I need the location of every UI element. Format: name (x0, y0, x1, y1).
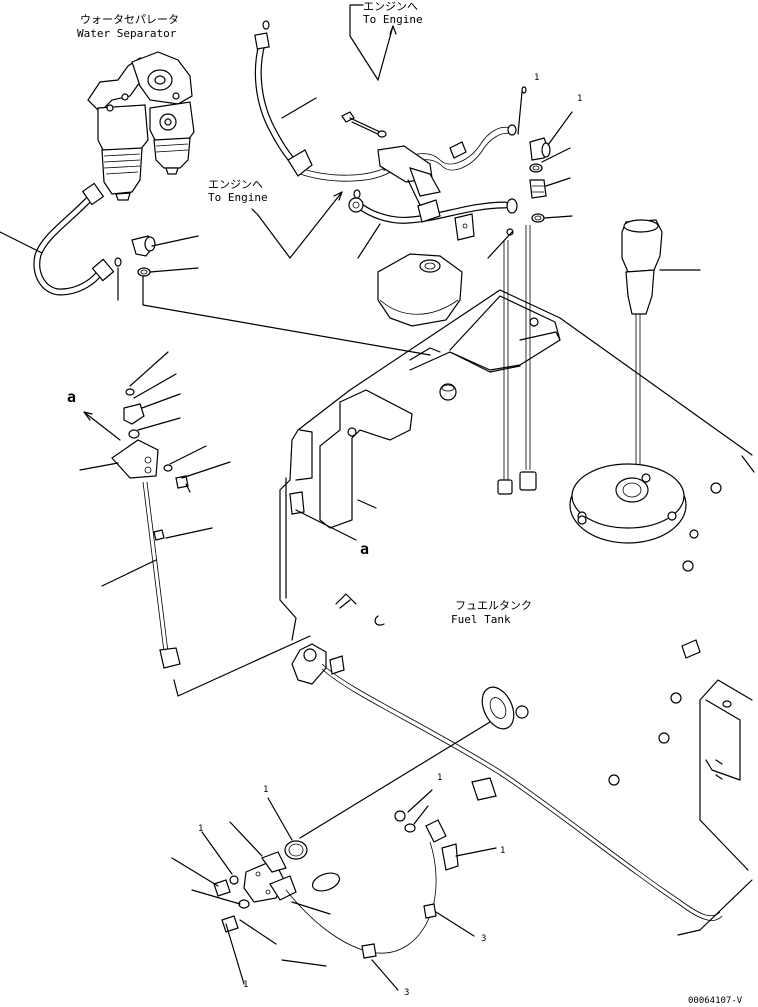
to-engine-top-pointer (349, 4, 397, 81)
callout-number: 3 (481, 934, 486, 944)
fuel-tank (279, 289, 755, 936)
bolt-upper (341, 111, 387, 138)
right-fitting-column (487, 86, 573, 495)
linkage-rod (79, 351, 357, 697)
separator-hose (0, 182, 115, 296)
fuel-level-sensor (569, 219, 701, 544)
to-engine-mid-label-jp: エンジンへ (208, 178, 263, 191)
fuel-tank-label: フュエルタンク Fuel Tank (451, 599, 532, 626)
water-separator (87, 51, 195, 201)
callout-number: 1 (437, 773, 442, 783)
drawing-number: 00064107-V (688, 996, 743, 1006)
sub-tank (377, 253, 463, 401)
fuel-tank-label-jp: フュエルタンク (455, 599, 532, 612)
elbow-fitting-left (114, 235, 431, 356)
callout-number: 1 (534, 73, 539, 83)
callout-number: 1 (263, 785, 268, 795)
drain-line (291, 643, 723, 921)
callout-number: 3 (404, 988, 409, 998)
callout-number: 1 (500, 846, 505, 856)
to-engine-mid-label-en: To Engine (208, 191, 268, 204)
clamp-upper (377, 145, 441, 213)
drain-port (299, 686, 515, 839)
callout-number: 1 (577, 94, 582, 104)
water-separator-label: ウォータセパレータ Water Separator (77, 13, 179, 40)
ref-a-bottom-label: a (360, 540, 369, 558)
to-engine-top-label: エンジンへ To Engine (363, 0, 423, 26)
to-engine-top-label-jp: エンジンへ (363, 0, 418, 13)
ref-a-top-label: a (67, 388, 76, 406)
water-separator-label-en: Water Separator (77, 27, 177, 40)
to-engine-mid-label: エンジンへ To Engine (208, 178, 268, 204)
to-engine-top-label-en: To Engine (363, 13, 423, 26)
fuel-line-middle (348, 189, 518, 259)
bottom-sensor-assembly (171, 789, 497, 991)
water-separator-label-jp: ウォータセパレータ (80, 13, 179, 26)
to-engine-mid-pointer (251, 191, 343, 259)
callout-number: 1 (243, 980, 248, 990)
callout-number: 1 (198, 824, 203, 834)
fuel-tank-label-en: Fuel Tank (451, 613, 511, 626)
